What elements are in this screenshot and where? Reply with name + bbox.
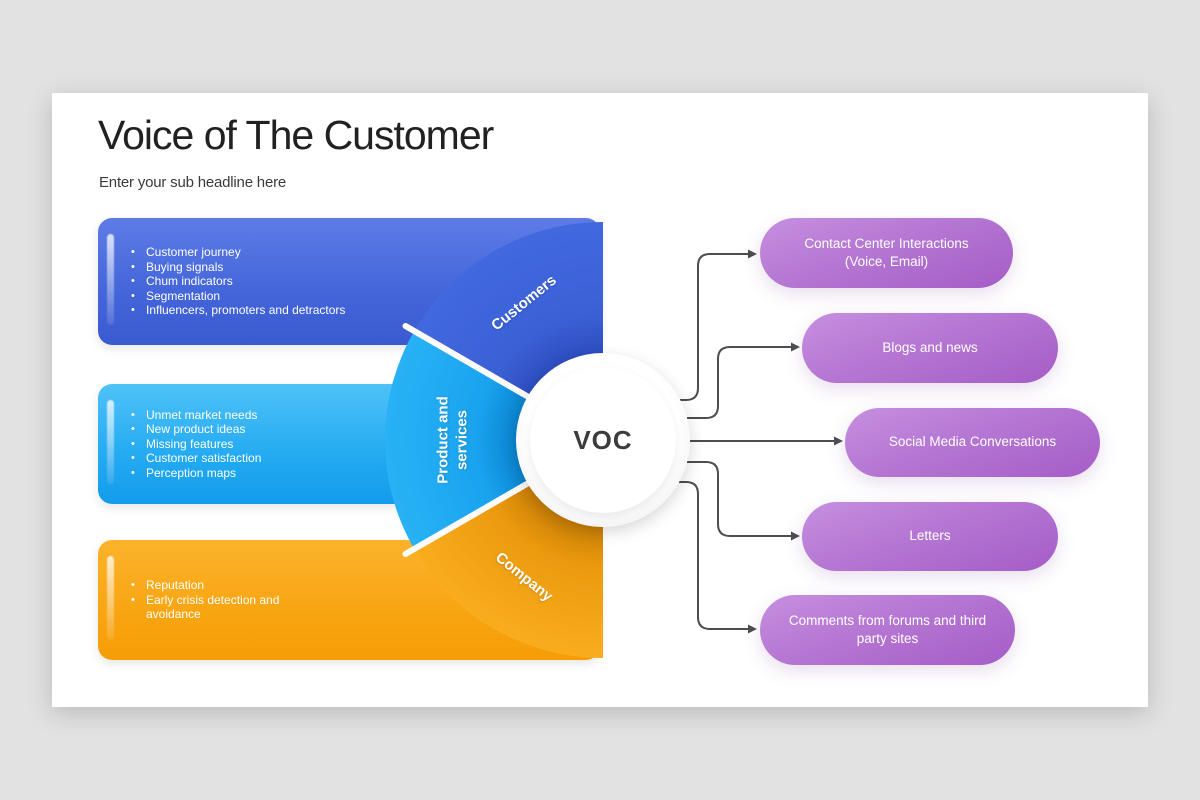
sector-product-services (384, 331, 603, 549)
page-subtitle: Enter your sub headline here (99, 174, 287, 191)
connector-arrow-1 (680, 249, 757, 401)
channel-label-line2: (Voice, Email) (844, 254, 929, 269)
bullet-item: Chum indicators (129, 274, 345, 289)
bullet-item: Early crisis detection and avoidance (129, 593, 314, 622)
arc-label-line: services (453, 409, 470, 471)
customers-bullet-list: Customer journey Buying signals Chum ind… (129, 245, 345, 318)
bullet-item: New product ideas (129, 422, 261, 437)
voc-label: VOC (573, 424, 633, 455)
channel-forums-comments: Comments from forums and third party sit… (760, 595, 1015, 665)
channel-label: Letters (909, 528, 951, 544)
bullet-item: Customer satisfaction (129, 451, 261, 466)
channel-blogs-news: Blogs and news (802, 313, 1058, 383)
arc-label-product-services: Product and services (434, 380, 472, 500)
bullet-item: Buying signals (129, 260, 345, 275)
bullet-item: Customer journey (129, 245, 345, 260)
bullet-item: Reputation (129, 578, 314, 593)
channel-social-media: Social Media Conversations (845, 408, 1100, 477)
bullet-item: Missing features (129, 437, 261, 452)
arc-label-line: Product and (434, 396, 452, 484)
channel-letters: Letters (802, 502, 1058, 571)
panel-customers: Customer journey Buying signals Chum ind… (98, 218, 600, 345)
sector-divider (402, 477, 537, 557)
voc-hub: VOC (530, 367, 676, 513)
connector-arrow-2 (687, 342, 800, 419)
bullet-item: Perception maps (129, 466, 261, 481)
slide: Voice of The Customer Enter your sub hea… (52, 93, 1148, 707)
connector-arrow-5 (679, 481, 757, 634)
bullet-item: Unmet market needs (129, 408, 261, 423)
channel-label: Comments from forums and third party sit… (788, 612, 987, 646)
channel-label: Social Media Conversations (888, 434, 1057, 450)
channel-contact-center: Contact Center Interactions (Voice, Emai… (760, 218, 1013, 288)
page-title: Voice of The Customer (98, 112, 494, 158)
product-services-bullet-list: Unmet market needs New product ideas Mis… (129, 408, 261, 481)
bullet-item: Segmentation (129, 289, 345, 304)
bullet-item: Influencers, promoters and detractors (129, 303, 345, 318)
connector-arrow-4 (687, 461, 800, 541)
company-bullet-list: Reputation Early crisis detection and av… (129, 578, 314, 622)
sector-divider (402, 323, 537, 403)
channel-label: Blogs and news (882, 339, 978, 355)
channel-label: Contact Center Interactions (804, 235, 969, 251)
